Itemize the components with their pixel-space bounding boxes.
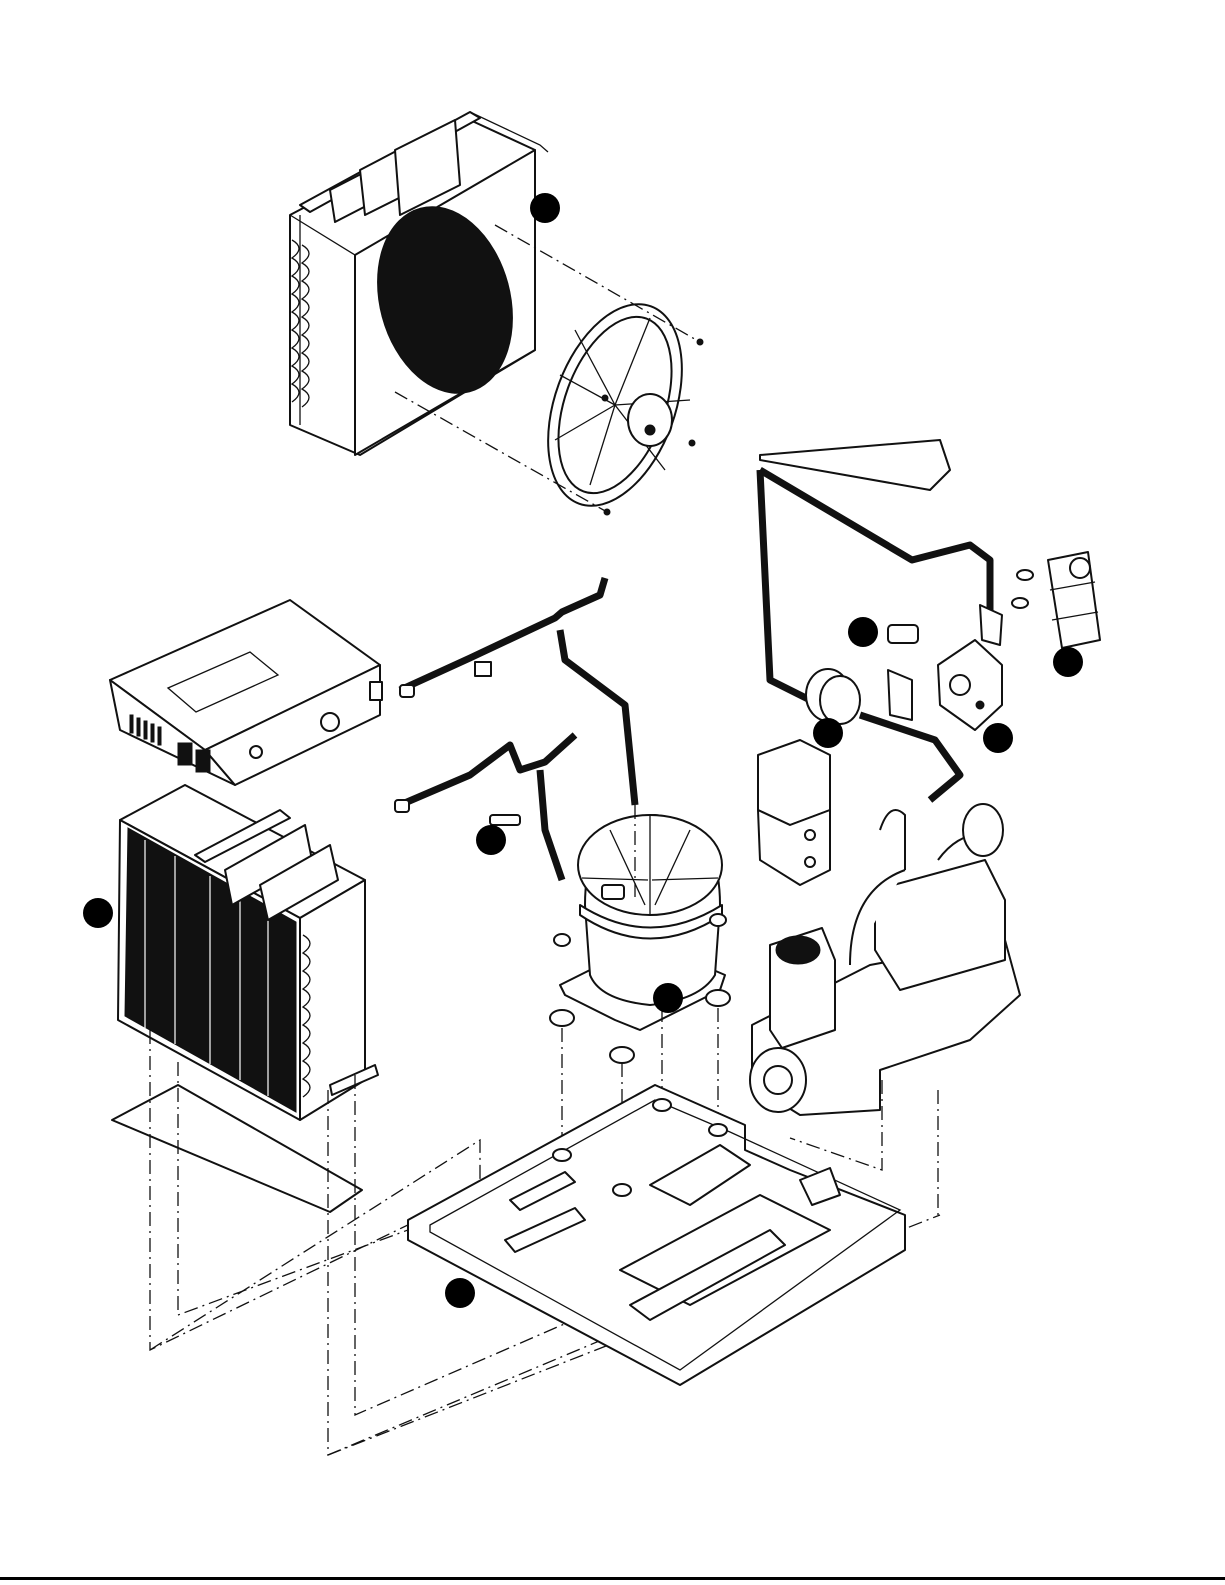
filter-drier xyxy=(806,669,860,724)
callout-condenser-shroud xyxy=(530,193,560,223)
callout-condenser-coil xyxy=(83,898,113,928)
callout-filter-drier xyxy=(813,718,843,748)
solenoid-coil xyxy=(1048,552,1100,648)
callout-bracket xyxy=(983,723,1013,753)
bracket-plate xyxy=(938,640,1002,730)
callout-valve-fitting xyxy=(848,617,878,647)
callout-base-pan xyxy=(445,1278,475,1308)
base-pan xyxy=(408,1085,905,1385)
bottom-rule xyxy=(0,1577,1225,1580)
condenser-coil xyxy=(118,785,378,1120)
relay-bracket xyxy=(758,740,830,885)
control-box xyxy=(110,600,382,785)
callout-service-valve xyxy=(476,825,506,855)
compressor xyxy=(560,805,725,1030)
callout-compressor xyxy=(653,983,683,1013)
fan-assembly xyxy=(523,286,708,524)
fittings xyxy=(395,570,1033,825)
condenser-shroud xyxy=(290,112,548,455)
callout-solenoid-coil xyxy=(1053,647,1083,677)
